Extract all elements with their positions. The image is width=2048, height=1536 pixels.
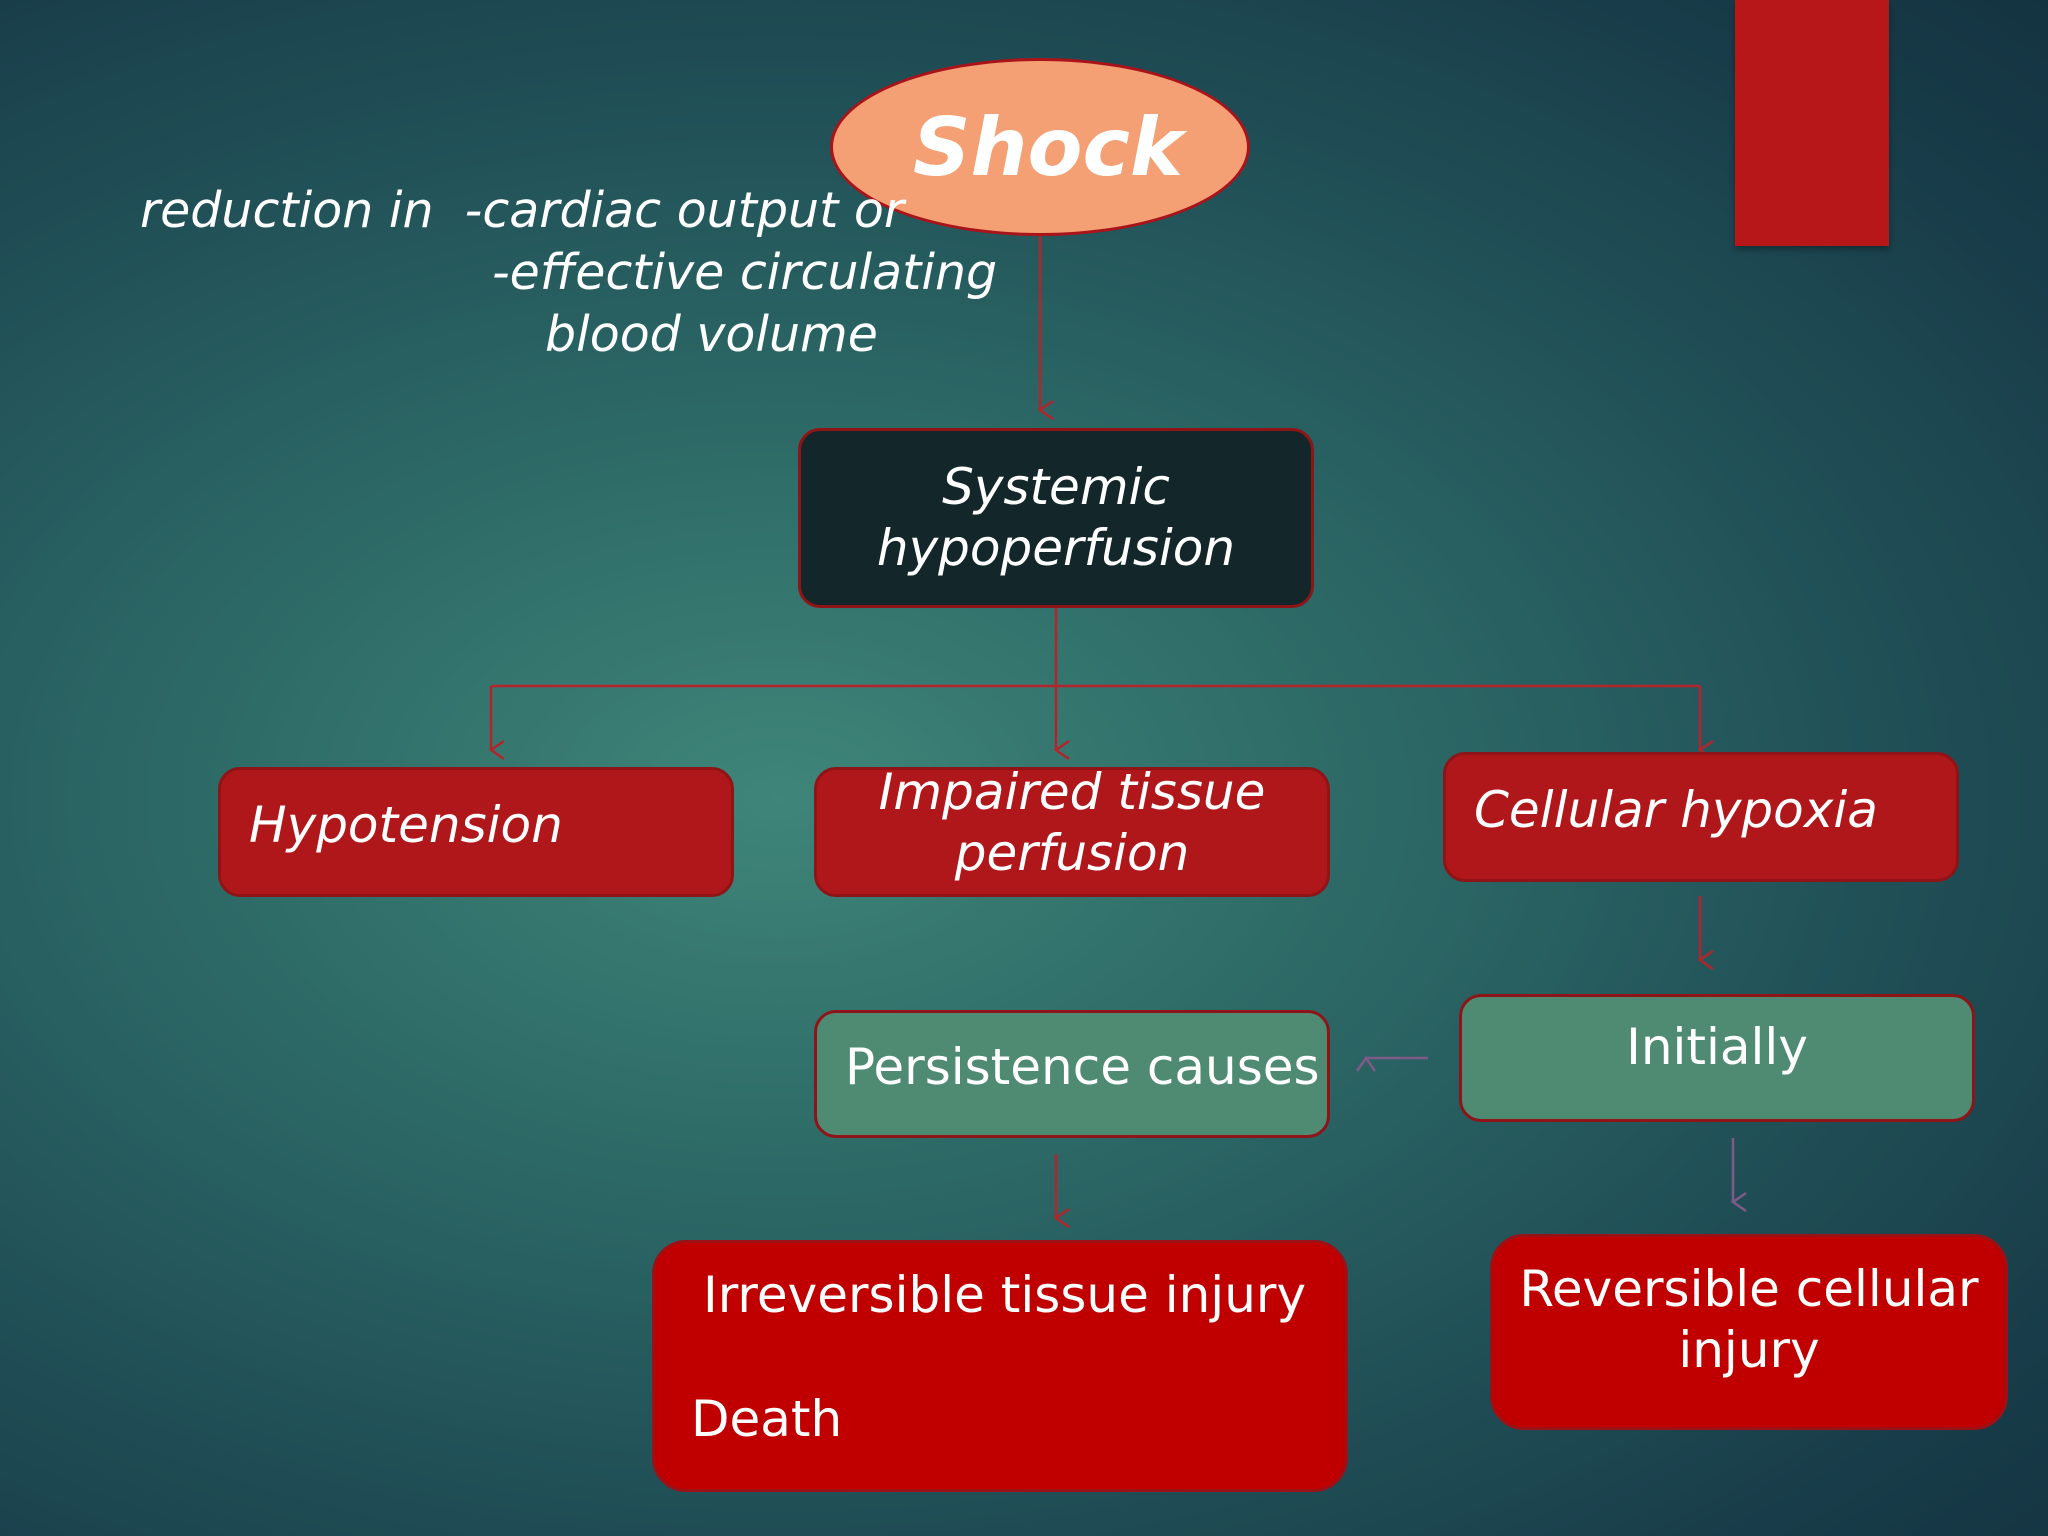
hypotension-node: Hypotension [218, 767, 734, 897]
definition-line-2: -effective circulating [492, 244, 998, 301]
decorative-accent-bar [1735, 0, 1889, 246]
definition-line-1: reduction in -cardiac output or [140, 182, 905, 239]
shock-node: Shock [830, 58, 1250, 236]
irreversible-injury-node: Irreversible tissue injury Death [652, 1240, 1348, 1492]
shock-definition: reduction in -cardiac output or -effecti… [140, 180, 997, 366]
reversible-line-2: injury [1678, 1321, 1820, 1379]
impaired-perfusion-node: Impaired tissue perfusion [814, 763, 1330, 897]
impaired-line-2: perfusion [954, 824, 1190, 882]
persistence-node: Persistence causes [814, 1010, 1330, 1138]
shock-label: Shock [912, 100, 1184, 194]
reversible-injury-node: Reversible cellular injury [1490, 1234, 2008, 1430]
cellular-hypoxia-label: Cellular hypoxia [1474, 780, 1878, 839]
hypotension-label: Hypotension [249, 795, 563, 854]
death-label: Death [691, 1390, 843, 1448]
hypoperfusion-line-2: hypoperfusion [876, 519, 1236, 577]
systemic-hypoperfusion-node: Systemic hypoperfusion [798, 428, 1314, 608]
reversible-line-1: Reversible cellular [1519, 1260, 1979, 1318]
hypoperfusion-line-1: Systemic [942, 458, 1170, 516]
definition-line-3: blood volume [545, 306, 878, 363]
impaired-line-1: Impaired tissue [878, 763, 1266, 821]
irreversible-label: Irreversible tissue injury [703, 1266, 1307, 1324]
cellular-hypoxia-node: Cellular hypoxia [1443, 752, 1959, 882]
persistence-label: Persistence causes [845, 1037, 1320, 1096]
initially-label: Initially [1626, 1018, 1808, 1076]
initially-node: Initially [1459, 994, 1975, 1122]
